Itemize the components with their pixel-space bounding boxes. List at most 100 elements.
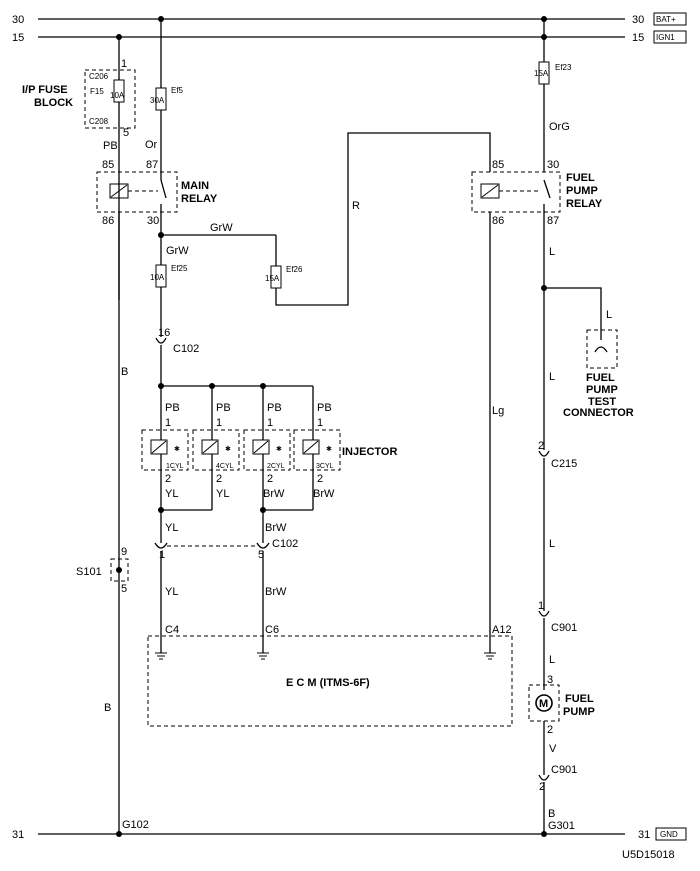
c208-label: C208	[89, 117, 109, 126]
wire-pb: PB	[103, 140, 118, 152]
fp-relay-title-3: RELAY	[566, 198, 603, 210]
wire-grw-mid: GrW	[166, 245, 189, 257]
main-relay-pin-86: 86	[102, 215, 114, 227]
main-relay-pin-30: 30	[147, 215, 159, 227]
c901-top-label: C901	[551, 622, 577, 634]
wire-l-2: L	[549, 371, 555, 383]
f15-rating: 10A	[110, 91, 125, 100]
c102-pin-5: 5	[258, 549, 264, 561]
fp-relay-pin-86: 86	[492, 215, 504, 227]
g102-label: G102	[122, 819, 149, 831]
fuse-block-title: I/P FUSE	[22, 84, 68, 96]
fp-relay-pin-85: 85	[492, 159, 504, 171]
test-conn-title-4: CONNECTOR	[563, 407, 634, 419]
c102-pin-16: 16	[158, 327, 170, 339]
fp-relay-title-2: PUMP	[566, 185, 598, 197]
injector-1cyl: ✱ PB 1 1CYL 2 YL	[141, 386, 189, 510]
wire-r: R	[352, 200, 360, 212]
svg-text:✱: ✱	[326, 445, 332, 453]
fuel-pump-title: FUEL	[565, 693, 594, 705]
fuel-pump-relay: 85 30 86 87 FUEL PUMP RELAY	[471, 159, 603, 227]
f15-pin-bot: 5	[123, 127, 129, 139]
fuel-pump-pin-2: 2	[547, 724, 553, 736]
wire-yl-low: YL	[165, 586, 178, 598]
injector-2cyl: ✱ PB 1 2CYL 2 BrW	[243, 386, 291, 510]
wire-brw-join: BrW	[265, 522, 287, 534]
fuel-pump-title-2: PUMP	[563, 706, 595, 718]
svg-text:✱: ✱	[276, 445, 282, 453]
test-conn-title: FUEL	[586, 372, 615, 384]
ef25-rating: 10A	[150, 273, 165, 282]
injector-3cyl: ✱ PB 1 3CYL 2 BrW	[293, 386, 341, 510]
ecm-pin-a12: A12	[492, 624, 512, 636]
inj-1-pin-in: 1	[165, 417, 171, 429]
main-relay-title-2: RELAY	[181, 193, 218, 205]
f15-label: F15	[90, 87, 104, 96]
bus-15-left-label: 15	[12, 32, 24, 44]
wire-brw-low: BrW	[265, 586, 287, 598]
c215-label: C215	[551, 458, 577, 470]
main-relay-pin-85: 85	[102, 159, 114, 171]
inj-3-pin-in: 1	[317, 417, 323, 429]
c901-bottom-label: C901	[551, 764, 577, 776]
bus-30: 30 30 BAT+	[12, 12, 687, 26]
ecm-pin-c4: C4	[165, 624, 179, 636]
wire-l-branch: L	[606, 309, 612, 321]
c206-label: C206	[89, 72, 109, 81]
g301-label: G301	[548, 820, 575, 832]
gnd-tag: GND	[660, 830, 678, 839]
ef23-rating: 15A	[534, 69, 549, 78]
inj-2-pin-out: 2	[267, 473, 273, 485]
inj-4-wire-out: YL	[216, 488, 229, 500]
connector-c102-bottom: 1 5 C102	[154, 538, 298, 561]
wire-l-1: L	[549, 246, 555, 258]
c215-pin: 2	[538, 440, 544, 452]
inj-4-wire-in: PB	[216, 402, 231, 414]
c901-top-pin: 1	[538, 600, 544, 612]
inj-3-wire-out: BrW	[313, 488, 335, 500]
ef5-rating: 30A	[150, 96, 165, 105]
connector-c215: 2 C215	[538, 440, 577, 470]
inj-4-pin-in: 1	[216, 417, 222, 429]
fp-relay-title: FUEL	[566, 172, 595, 184]
bus-31-right-label: 31	[638, 829, 650, 841]
wire-v: V	[549, 743, 557, 755]
wire-b-low: B	[104, 702, 111, 714]
fuel-pump: M 3 2 FUEL PUMP	[528, 674, 595, 736]
s101-pin-9: 9	[121, 546, 127, 558]
test-conn-title-3: TEST	[588, 396, 616, 408]
injector-4cyl: ✱ PB 1 4CYL 2 YL	[192, 386, 240, 510]
ecm-title: E C M (ITMS-6F)	[286, 677, 370, 689]
bus-30-left-label: 30	[12, 14, 24, 26]
ip-fuse-block: I/P FUSE BLOCK 1 C206 F15 10A C208 5 PB	[22, 37, 136, 300]
wire-l-4: L	[549, 654, 555, 666]
svg-text:✱: ✱	[225, 445, 231, 453]
c102-pin-1: 1	[159, 549, 165, 561]
ground-icon	[484, 640, 496, 660]
inj-1-wire-in: PB	[165, 402, 180, 414]
bus-15: 15 15 IGN1	[12, 30, 687, 44]
ign-tag: IGN1	[656, 33, 675, 42]
c102-top-label: C102	[173, 343, 199, 355]
fuse-ef25: Ef25 10A	[150, 264, 188, 288]
wire-grw-top: GrW	[210, 222, 233, 234]
bus-31: 31 31 GND	[12, 827, 687, 841]
connector-c901-bottom: 2 C901	[538, 764, 577, 793]
diagram-code: U5D15018	[622, 849, 675, 861]
f15-pin-top: 1	[121, 58, 127, 70]
bus-30-right-label: 30	[632, 14, 644, 26]
wire-l-3: L	[549, 538, 555, 550]
connector-c102-top: 16 C102	[155, 327, 199, 355]
wire-lg: Lg	[492, 405, 504, 417]
fp-relay-pin-30: 30	[547, 159, 559, 171]
c901-bottom-pin: 2	[539, 781, 545, 793]
motor-icon: M	[539, 698, 548, 710]
main-relay: 85 87 86 30 MAIN RELAY	[96, 159, 218, 227]
inj-3-pin-out: 2	[317, 473, 323, 485]
fuse-ef5: Ef5 30A Or	[145, 19, 184, 180]
ef26-rating: 15A	[265, 274, 280, 283]
main-relay-title: MAIN	[181, 180, 209, 192]
inj-2-wire-out: BrW	[263, 488, 285, 500]
inj-2-pin-in: 1	[267, 417, 273, 429]
